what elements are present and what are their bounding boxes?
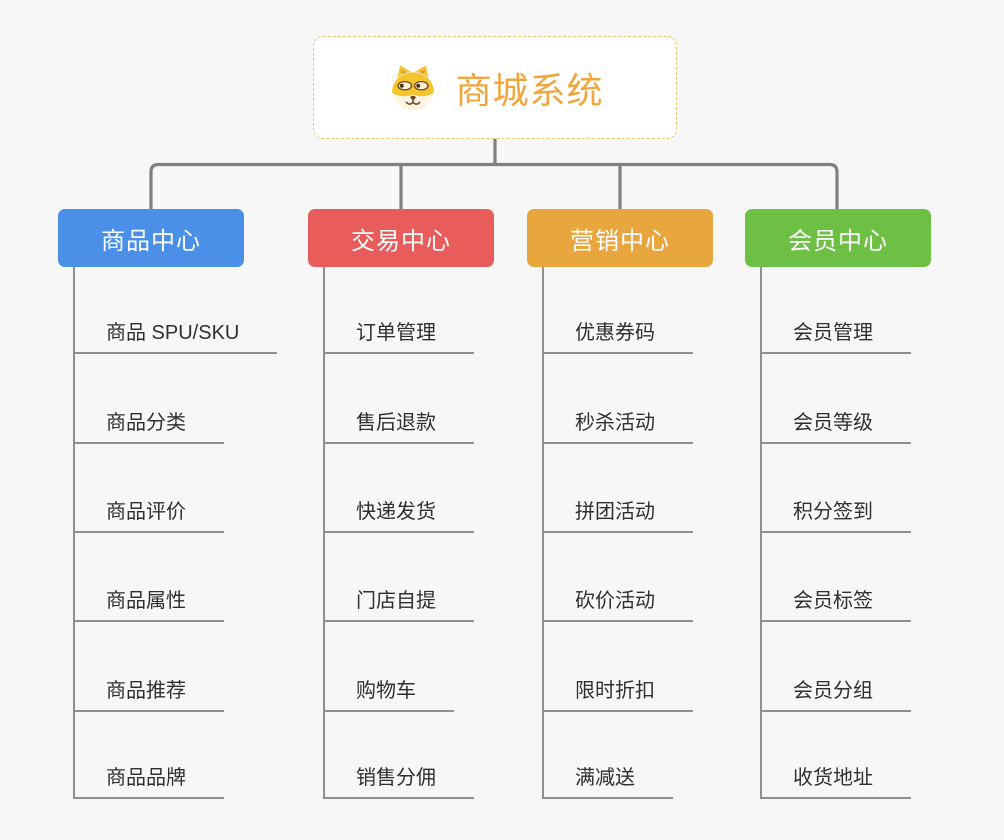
branch-item-label: 商品属性 [106, 590, 186, 612]
branch-item-label: 积分签到 [793, 501, 873, 523]
branch-item-label: 满减送 [575, 767, 635, 789]
branch-box-product-center[interactable]: 商品中心 [58, 209, 244, 267]
branch-box-marketing-center[interactable]: 营销中心 [527, 209, 713, 267]
branch-item-label: 限时折扣 [575, 680, 655, 702]
branch-item[interactable]: 快递发货 [325, 444, 474, 533]
branch-box-member-center[interactable]: 会员中心 [745, 209, 931, 267]
branch-item-label: 门店自提 [356, 590, 436, 612]
branch-member-center: 会员中心 会员管理 会员等级 积分签到 会员标签 会员分组 收货地址 [745, 209, 931, 799]
branch-item-label: 商品评价 [106, 501, 186, 523]
branch-item[interactable]: 积分签到 [762, 444, 911, 533]
branch-item-label: 会员标签 [793, 590, 873, 612]
branch-item-label: 优惠券码 [575, 322, 655, 344]
branch-item-label: 拼团活动 [575, 501, 655, 523]
branch-items-marketing-center: 优惠券码 秒杀活动 拼团活动 砍价活动 限时折扣 满减送 [542, 267, 693, 799]
branch-item[interactable]: 商品 SPU/SKU [75, 267, 278, 354]
branch-item-label: 商品分类 [106, 412, 186, 434]
branch-item[interactable]: 购物车 [325, 622, 454, 712]
branch-item-label: 订单管理 [356, 322, 436, 344]
branch-trade-center: 交易中心 订单管理 售后退款 快递发货 门店自提 购物车 销售分佣 [308, 209, 494, 799]
branch-item[interactable]: 会员分组 [762, 622, 911, 712]
branch-item-label: 会员等级 [793, 412, 873, 434]
branch-item-label: 商品 SPU/SKU [106, 322, 240, 344]
shiba-dog-icon [392, 65, 435, 110]
branch-item[interactable]: 优惠券码 [544, 267, 693, 354]
branch-product-center: 商品中心 商品 SPU/SKU 商品分类 商品评价 商品属性 商品推荐 商品品牌 [58, 209, 278, 799]
root-node[interactable]: 商城系统 [313, 36, 677, 139]
branch-item[interactable]: 商品推荐 [75, 622, 224, 712]
branch-item[interactable]: 满减送 [544, 712, 673, 799]
branch-item[interactable]: 商品评价 [75, 444, 224, 533]
branch-item-label: 收货地址 [793, 767, 873, 789]
branch-item[interactable]: 会员标签 [762, 533, 911, 622]
branch-items-trade-center: 订单管理 售后退款 快递发货 门店自提 购物车 销售分佣 [323, 267, 474, 799]
branch-box-trade-center[interactable]: 交易中心 [308, 209, 494, 267]
branch-item-label: 售后退款 [356, 412, 436, 434]
branch-item-label: 会员分组 [793, 680, 873, 702]
branch-item-label: 商品品牌 [106, 767, 186, 789]
branch-item[interactable]: 限时折扣 [544, 622, 693, 712]
branch-item[interactable]: 砍价活动 [544, 533, 693, 622]
branch-item[interactable]: 商品品牌 [75, 712, 224, 799]
branch-items-product-center: 商品 SPU/SKU 商品分类 商品评价 商品属性 商品推荐 商品品牌 [73, 267, 278, 799]
branch-item-label: 砍价活动 [575, 590, 655, 612]
branch-marketing-center: 营销中心 优惠券码 秒杀活动 拼团活动 砍价活动 限时折扣 满减送 [527, 209, 713, 799]
branch-item[interactable]: 秒杀活动 [544, 354, 693, 444]
root-title: 商城系统 [455, 69, 604, 111]
branch-item[interactable]: 商品属性 [75, 533, 224, 622]
branch-item[interactable]: 销售分佣 [325, 712, 474, 799]
branch-item-label: 会员管理 [793, 322, 873, 344]
branch-item[interactable]: 售后退款 [325, 354, 474, 444]
branch-item-label: 快递发货 [356, 501, 436, 523]
branch-item-label: 秒杀活动 [575, 412, 655, 434]
branch-item-label: 销售分佣 [356, 767, 436, 789]
branch-item[interactable]: 收货地址 [762, 712, 911, 799]
branch-item[interactable]: 会员等级 [762, 354, 911, 444]
bus-line [149, 162, 839, 209]
branch-item[interactable]: 拼团活动 [544, 444, 693, 533]
branch-item[interactable]: 门店自提 [325, 533, 474, 622]
branch-items-member-center: 会员管理 会员等级 积分签到 会员标签 会员分组 收货地址 [760, 267, 911, 799]
connector-group [149, 139, 839, 209]
branch-item[interactable]: 订单管理 [325, 267, 474, 354]
branch-item-label: 购物车 [356, 680, 416, 702]
branch-item[interactable]: 商品分类 [75, 354, 224, 444]
branch-item-label: 商品推荐 [106, 680, 186, 702]
branch-item[interactable]: 会员管理 [762, 267, 911, 354]
